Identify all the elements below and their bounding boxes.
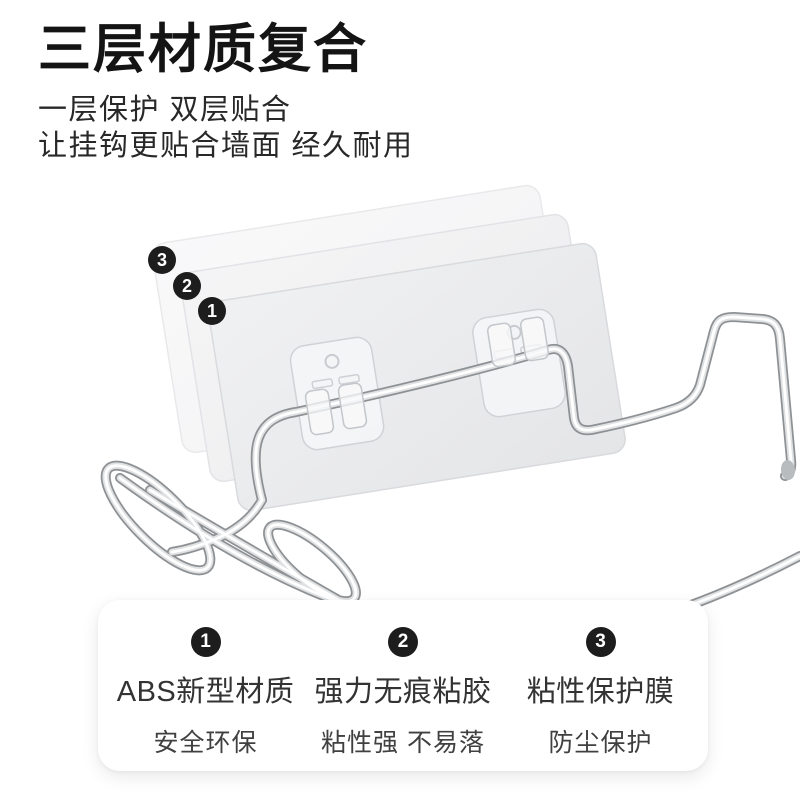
feature-desc-1: 安全环保 — [153, 729, 258, 757]
features-card: 1 ABS新型材质 安全环保 2 强力无痕粘胶 粘性强 不易落 3 粘性保护膜 … — [98, 600, 708, 771]
feature-badge-1: 1 — [190, 627, 221, 657]
layer-badge-3: 3 — [148, 246, 176, 274]
svg-text:3: 3 — [157, 250, 167, 270]
product-illustration: 3 2 1 — [0, 178, 800, 620]
feature-title-2: 强力无痕粘胶 — [314, 676, 492, 708]
page-title: 三层材质复合 — [38, 20, 368, 79]
svg-text:2: 2 — [182, 276, 192, 296]
subtitle-line-2: 让挂钩更贴合墙面 经久耐用 — [38, 129, 414, 162]
feature-item-1: 1 ABS新型材质 安全环保 — [116, 627, 296, 759]
wire-end-tip — [780, 460, 796, 480]
header: 三层材质复合 一层保护 双层贴合 让挂钩更贴合墙面 经久耐用 — [38, 22, 414, 164]
feature-title-1: ABS新型材质 — [116, 676, 295, 708]
subtitle-line-1: 一层保护 双层贴合 — [38, 93, 292, 126]
subtitle: 一层保护 双层贴合 让挂钩更贴合墙面 经久耐用 — [38, 92, 414, 164]
hook-product-image: 3 2 1 — [100, 184, 800, 620]
svg-text:1: 1 — [207, 301, 217, 321]
layer-badge-1: 1 — [198, 297, 226, 325]
pad-clips — [304, 316, 550, 436]
feature-desc-3: 防尘保护 — [548, 729, 653, 757]
feature-desc-2: 粘性强 不易落 — [321, 729, 485, 757]
feature-item-3: 3 粘性保护膜 防尘保护 — [511, 627, 691, 759]
feature-badge-3: 3 — [585, 627, 616, 657]
layer-badge-2: 2 — [173, 272, 201, 300]
feature-item-2: 2 强力无痕粘胶 粘性强 不易落 — [313, 627, 493, 759]
feature-badge-2: 2 — [388, 627, 418, 657]
feature-title-3: 粘性保护膜 — [526, 676, 675, 708]
